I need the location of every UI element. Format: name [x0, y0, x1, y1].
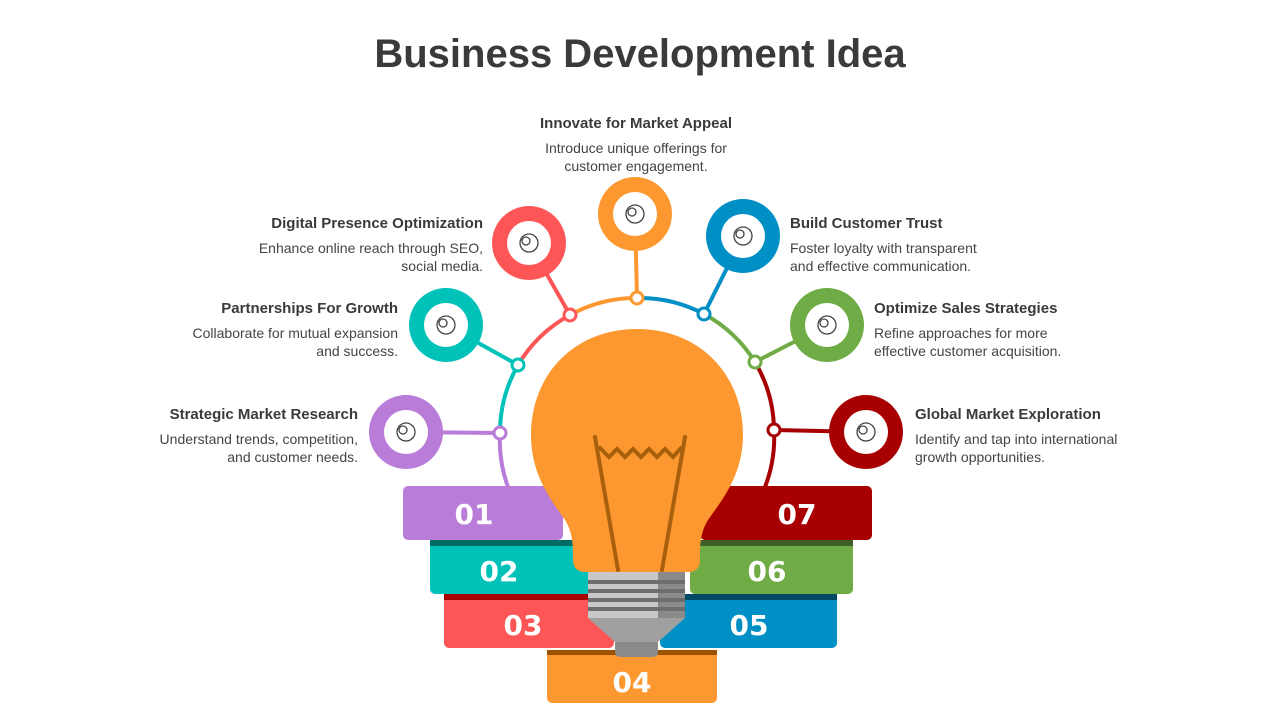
number-07: 07 [778, 498, 817, 531]
item-innovate-for-market-appeal: Innovate for Market Appeal Introduce uni… [506, 115, 766, 175]
handshake-icon [436, 315, 456, 335]
item-strategic-market-research: Strategic Market Research Understand tre… [98, 406, 358, 466]
bar-07 [700, 486, 872, 540]
number-06: 06 [748, 555, 787, 588]
item-description: Enhance online reach through SEO, social… [258, 240, 483, 274]
connector-node-05 [696, 306, 712, 322]
trust-handshake-icon [733, 226, 753, 246]
number-02: 02 [480, 555, 519, 588]
item-digital-presence-optimization: Digital Presence Optimization Enhance on… [223, 215, 483, 275]
item-description: Collaborate for mutual expansion and suc… [192, 325, 398, 359]
connector-node-06 [747, 354, 763, 370]
bar-02 [430, 540, 595, 594]
bar-05 [660, 594, 837, 648]
number-01: 01 [455, 498, 494, 531]
globe-chart-icon [856, 422, 876, 442]
item-optimize-sales-strategies: Optimize Sales Strategies Refine approac… [874, 300, 1134, 360]
web-globe-icon [519, 233, 539, 253]
arc-segment-04 [569, 295, 638, 317]
item-partnerships-for-growth: Partnerships For Growth Collaborate for … [138, 300, 398, 360]
bar-06 [690, 540, 853, 594]
item-heading: Global Market Exploration [915, 406, 1101, 423]
market-research-icon [396, 422, 416, 442]
arc-segment-02 [497, 364, 520, 434]
connector-node-04 [629, 290, 645, 306]
item-global-market-exploration: Global Market Exploration Identify and t… [915, 406, 1175, 466]
connector-node-07 [766, 422, 782, 438]
arc-segment-03 [516, 313, 571, 367]
item-description: Refine approaches for more effective cus… [874, 325, 1062, 359]
item-description: Foster loyalty with transparent and effe… [790, 240, 977, 274]
number-04: 04 [613, 666, 652, 699]
arc-segment-05 [636, 295, 705, 316]
arc-segment-06 [703, 312, 757, 364]
arc-segment-01 [497, 432, 510, 488]
bar-04 [547, 650, 717, 703]
item-heading: Optimize Sales Strategies [874, 300, 1058, 317]
item-heading: Build Customer Trust [790, 215, 943, 232]
item-heading: Partnerships For Growth [221, 300, 398, 317]
connector-node-02 [510, 357, 526, 373]
step-bars: 01 02 03 04 05 06 07 [403, 486, 872, 703]
number-03: 03 [504, 609, 543, 642]
bar-01 [403, 486, 563, 540]
connector-node-01 [492, 425, 508, 441]
bar-03 [444, 594, 614, 648]
strategy-board-icon [817, 315, 837, 335]
item-heading: Strategic Market Research [169, 406, 358, 423]
item-heading: Digital Presence Optimization [271, 215, 483, 232]
number-05: 05 [730, 609, 769, 642]
item-description: Identify and tap into international grow… [915, 431, 1118, 465]
item-build-customer-trust: Build Customer Trust Foster loyalty with… [790, 215, 1050, 275]
item-description: Introduce unique offerings for customer … [545, 140, 727, 174]
page-title: Business Development Idea [374, 32, 906, 76]
lightbulb-icon [531, 329, 743, 657]
lightbulb-gear-icon [625, 204, 645, 224]
connector-node-03 [562, 307, 578, 323]
item-heading: Innovate for Market Appeal [540, 115, 732, 132]
item-description: Understand trends, competition, and cust… [159, 431, 358, 465]
